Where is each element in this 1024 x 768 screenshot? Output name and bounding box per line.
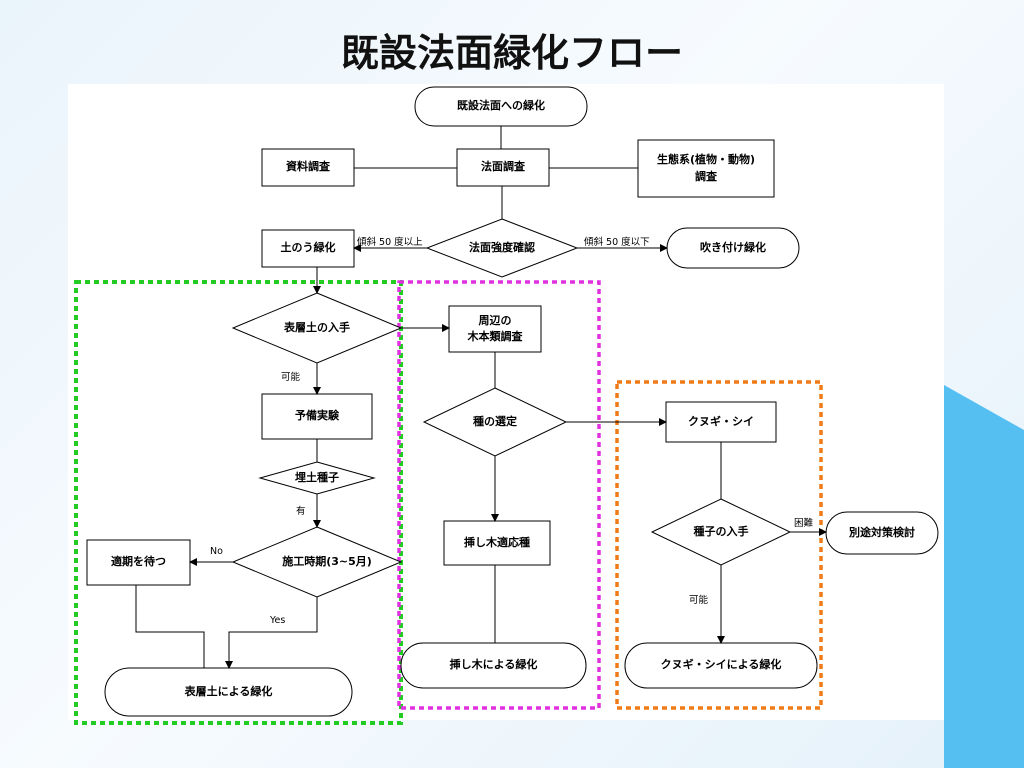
kunugi-greening-label: クヌギ・シイによる緑化 (660, 658, 782, 672)
cutting-greening-label: 挿し木による緑化 (449, 658, 538, 672)
surrounding-survey-label: 周辺の 木本類調査 (449, 306, 541, 352)
edge-label-present: 有 (296, 506, 306, 517)
eco-survey-line2: 調査 (695, 169, 717, 183)
edge-label-possible-2: 可能 (689, 595, 709, 606)
topsoil-greening-label: 表層土による緑化 (184, 684, 273, 698)
node-surrounding-survey (448, 305, 542, 353)
spray-label: 吹き付け緑化 (700, 240, 766, 254)
surrounding-survey-line1: 周辺の (478, 313, 512, 327)
species-select-label: 種の選定 (473, 414, 517, 428)
topsoil-obtain-label: 表層土の入手 (284, 320, 350, 334)
edge-label-possible-1: 可能 (281, 372, 301, 383)
group-topsoil-frame (74, 280, 403, 725)
node-resource-survey (261, 148, 355, 187)
wait-period-label: 適期を待つ (111, 555, 166, 569)
other-measures-label: 別途対策検討 (849, 525, 915, 539)
edge-label-no: No (210, 546, 223, 557)
node-slope-strength (425, 218, 579, 278)
edge-label-slope-over-50: 傾斜 50 度以上 (357, 237, 423, 248)
construction-period-label: 施工時期(3~5月) (282, 554, 372, 568)
slide-title: 既設法面緑化フロー (340, 31, 683, 75)
eco-survey-line1: 生態系(植物・動物) (656, 153, 756, 166)
node-cutting-species (443, 520, 551, 566)
kunugi-shii-label: クヌギ・シイ (688, 414, 754, 428)
start-label: 既設法面への緑化 (457, 99, 545, 113)
slope-strength-label: 法面強度確認 (469, 240, 535, 254)
node-kunugi-shii (665, 401, 777, 443)
edge-label-difficult: 困難 (794, 518, 814, 529)
group-cutting-frame (397, 280, 601, 710)
surrounding-survey-line2: 木本類調査 (467, 330, 523, 343)
node-sandbag (261, 229, 355, 268)
edge-label-yes: Yes (270, 615, 286, 626)
sandbag-label: 土のう緑化 (280, 241, 336, 255)
buried-seed-label: 埋土種子 (295, 470, 339, 484)
seed-obtain-label: 種子の入手 (693, 524, 749, 538)
edge-label-slope-under-50: 傾斜 50 度以下 (584, 237, 650, 248)
node-wait-period (86, 539, 191, 586)
node-prelim-test (261, 393, 373, 440)
cutting-species-label: 挿し木適応種 (464, 535, 530, 549)
eco-survey-label: 生態系(植物・動物) 調査 (638, 140, 774, 197)
node-cutting-greening (400, 642, 587, 689)
slope-survey-label: 法面調査 (481, 160, 525, 174)
group-kunugi-frame (615, 380, 823, 710)
resource-survey-label: 資料調査 (286, 160, 330, 174)
prelim-test-label: 予備実験 (295, 409, 339, 423)
